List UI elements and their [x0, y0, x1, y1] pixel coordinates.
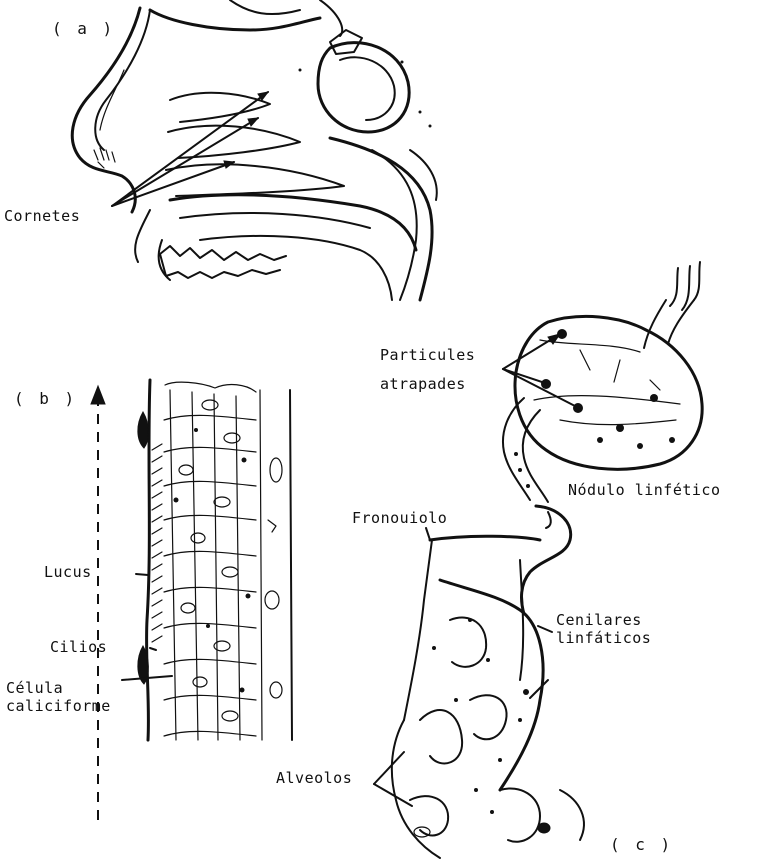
capilares-label-line2: linfáticos [556, 630, 651, 647]
panel-c-tag: ( c ) [610, 836, 673, 853]
particulas-label-line2: atrapades [380, 376, 466, 393]
bronquiolo-label: Fronouiolo [352, 510, 447, 527]
celula-label-line1: Célula [6, 680, 63, 697]
mucus-label: Lucus [44, 564, 92, 581]
panel-a-nasal-cavity-drawing [72, 0, 437, 300]
alveolos-label: Alveolos [276, 770, 352, 787]
particulas-label-line1: Particules [380, 347, 475, 364]
nodulo-label: Nódulo linfético [568, 482, 721, 499]
celula-label-line2: caliciforme [6, 698, 111, 715]
panel-b-epithelium-drawing [91, 380, 292, 820]
panel-b-tag: ( b ) [14, 390, 77, 407]
cilios-label: Cilios [50, 639, 107, 656]
cornetes-label: Cornetes [4, 208, 80, 225]
panel-a-tag: ( a ) [52, 20, 115, 37]
capilares-label-line1: Cenilares [556, 612, 642, 629]
